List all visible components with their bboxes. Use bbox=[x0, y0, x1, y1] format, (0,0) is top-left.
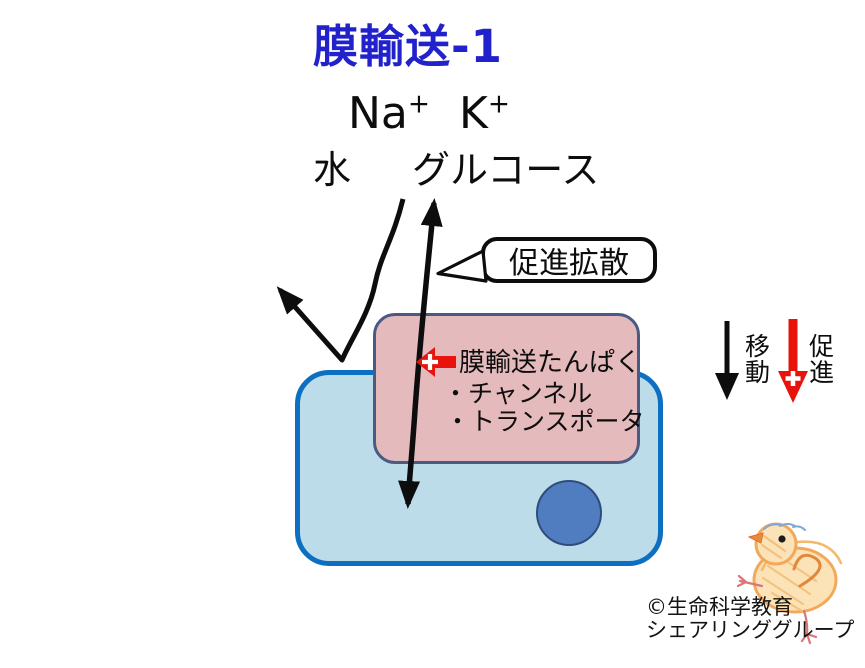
copyright-line2: シェアリンググループ bbox=[646, 618, 855, 642]
copyright-line1: ©生命科学教育 bbox=[646, 595, 793, 619]
legend-move-label: 移動 bbox=[745, 332, 771, 387]
facilitated-block-arrow-icon bbox=[416, 347, 456, 377]
sodium-ion-label: Na+ bbox=[348, 88, 430, 139]
legend-facilitate-label: 促進 bbox=[809, 332, 835, 387]
protein-box-heading: 膜輸送たんぱく bbox=[459, 348, 642, 378]
sodium-charge: + bbox=[407, 88, 431, 120]
copyright-text: ©生命科学教育 シェアリンググループ bbox=[646, 596, 854, 642]
sodium-symbol: Na bbox=[348, 88, 408, 139]
glucose-label: グルコース bbox=[412, 148, 600, 192]
water-deflect-arrow bbox=[276, 198, 406, 363]
plus-icon bbox=[785, 371, 801, 386]
potassium-ion-label: K+ bbox=[459, 88, 510, 139]
protein-box-item-channel: ・チャンネル bbox=[443, 379, 593, 408]
plus-icon bbox=[422, 354, 438, 370]
facilitate-arrow-icon bbox=[778, 319, 808, 403]
glucose-double-arrow bbox=[398, 198, 443, 509]
water-label: 水 bbox=[313, 148, 352, 192]
facilitated-diffusion-callout: 促進拡散 bbox=[481, 237, 657, 283]
organelle-circle bbox=[536, 480, 602, 546]
chick-illustration bbox=[736, 522, 843, 645]
potassium-symbol: K bbox=[459, 88, 488, 139]
potassium-charge: + bbox=[487, 88, 510, 120]
move-arrow-icon bbox=[715, 321, 739, 400]
slide-title: 膜輸送-1 bbox=[313, 20, 503, 73]
facilitated-diffusion-label: 促進拡散 bbox=[509, 246, 629, 281]
protein-box-item-transporter: ・トランスポータ bbox=[445, 407, 645, 436]
callout-pointer bbox=[436, 249, 488, 283]
